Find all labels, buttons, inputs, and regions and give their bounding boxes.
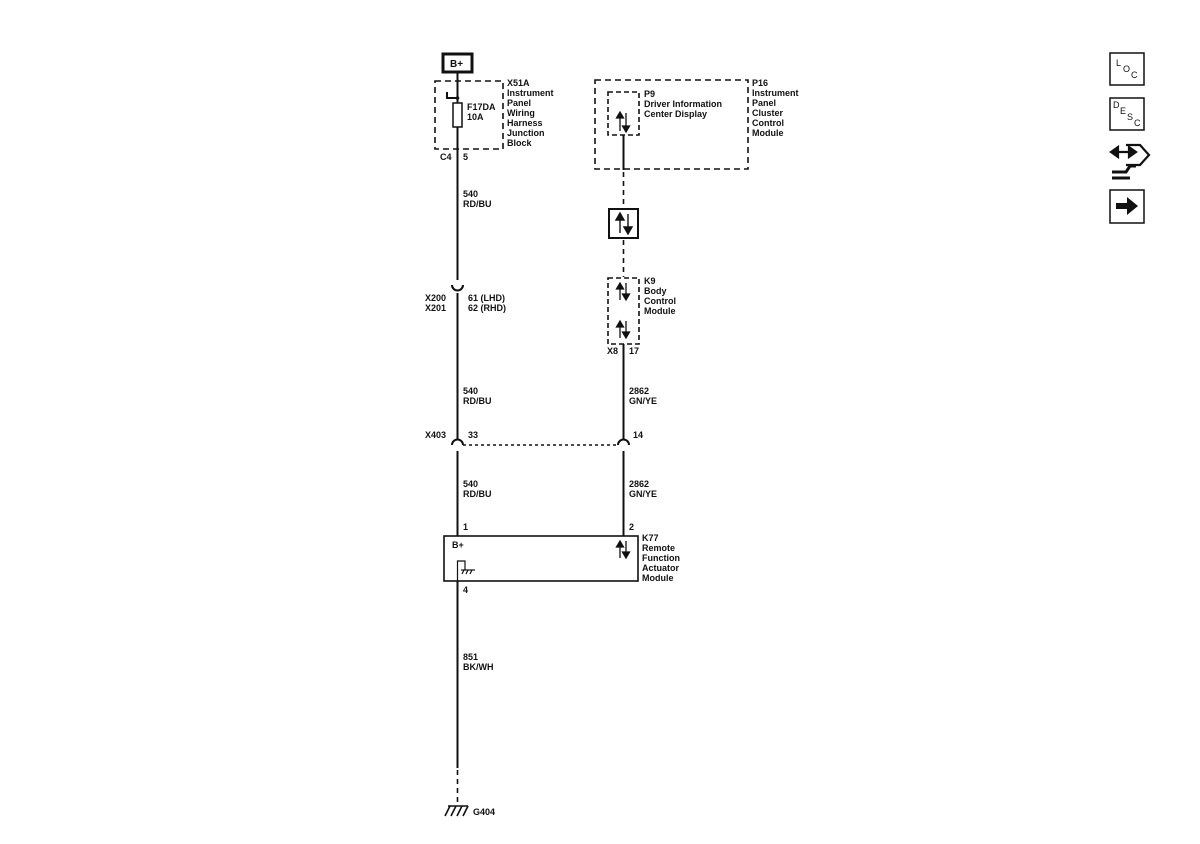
k9-connector: X8 [607,346,618,356]
x403-pin33: 33 [468,430,478,440]
wire-2862-upper-color: GN/YE [629,396,657,406]
p16-name: P16 [752,78,768,88]
fuse-block-connector: C4 [440,152,452,162]
fuse-block-outline [434,80,504,150]
p16-desc-3: Cluster [752,108,784,118]
wire-2862-lower-color: GN/YE [629,489,657,499]
x403-pin14: 14 [633,430,643,440]
serial-data-arrows-icon [614,211,634,236]
loc-button[interactable]: L O C [1109,52,1145,86]
p9-desc-2: Center Display [644,109,707,119]
fuse-block-desc-1: Instrument [507,88,554,98]
p16-module-outline [594,79,749,170]
k77-pin2: 2 [629,522,634,532]
wire-540-mid-color: RD/BU [463,396,492,406]
wire-851-color: BK/WH [463,662,494,672]
fuse-block-desc-6: Block [507,138,533,148]
k9-pin: 17 [629,346,639,356]
x200-label: X200 [425,293,446,303]
serial-data-box [608,208,639,239]
x201-label: X201 [425,303,446,313]
desc-button[interactable]: D E S C [1109,97,1145,131]
desc-letter-s: S [1127,112,1133,122]
k77-desc-2: Function [642,553,680,563]
wire-540-upper-color: RD/BU [463,199,492,209]
ground-g404-icon [444,805,469,817]
k9-data-arrows-lower-icon [615,319,631,340]
fuse-block-desc-4: Harness [507,118,543,128]
x403-pin33-connector [451,438,464,446]
desc-letter-c: C [1134,118,1141,128]
wire-540-lower-circuit: 540 [463,479,478,489]
loc-letter-c: C [1131,70,1138,80]
p9-data-arrows-icon [615,110,631,134]
schematic-icon [1109,143,1151,180]
loc-letter-l: L [1116,58,1121,68]
k77-module-outline [443,535,639,582]
k77-desc-4: Module [642,573,674,583]
fuse-rating: 10A [467,112,484,122]
desc-letter-e: E [1120,106,1126,116]
k77-desc-1: Remote [642,543,675,553]
desc-icon [1109,97,1145,131]
fuse-block-name: X51A [507,78,530,88]
fuse-block-desc-2: Panel [507,98,531,108]
wire-2862-lower-circuit: 2862 [629,479,649,489]
next-button[interactable] [1109,189,1145,224]
x403-label: X403 [425,430,446,440]
p9-name: P9 [644,89,655,99]
wire-851-circuit: 851 [463,652,478,662]
k77-pin1: 1 [463,522,468,532]
wire-540-lower-color: RD/BU [463,489,492,499]
fuse-f17da [452,102,463,128]
k77-bplus-label: B+ [452,540,464,550]
next-arrow-box [1109,189,1145,224]
x403-pin14-connector [617,438,630,446]
k9-desc-3: Module [644,306,676,316]
loc-icon [1109,52,1145,86]
power-source-label: B+ [450,59,463,70]
fuse-block-pin: 5 [463,152,468,162]
wire-2862-upper-circuit: 2862 [629,386,649,396]
fuse-name: F17DA [467,102,496,112]
p16-desc-4: Control [752,118,784,128]
p16-desc-2: Panel [752,98,776,108]
k9-data-arrows-upper-icon [615,281,631,302]
k9-desc-2: Control [644,296,676,306]
wire-540-upper-circuit: 540 [463,189,478,199]
k77-data-arrows-icon [615,539,631,560]
loc-letter-o: O [1123,64,1130,74]
k9-desc-1: Body [644,286,667,296]
next-arrow-icon [1116,197,1138,215]
wire-540-mid-circuit: 540 [463,386,478,396]
p16-desc-5: Module [752,128,784,138]
k9-name: K9 [644,276,656,286]
p16-desc-1: Instrument [752,88,799,98]
fuse-block-desc-3: Wiring [507,108,535,118]
desc-letter-d: D [1113,100,1120,110]
k77-desc-3: Actuator [642,563,679,573]
inline-connector-x200 [451,284,464,292]
x201-rhd-pin: 62 (RHD) [468,303,506,313]
p9-desc-1: Driver Information [644,99,722,109]
k77-ground-symbol-icon [456,560,475,581]
k77-pin4: 4 [463,585,468,595]
fuse-block-desc-5: Junction [507,128,545,138]
schematic-button[interactable] [1109,143,1151,180]
x200-lhd-pin: 61 (LHD) [468,293,505,303]
k77-name: K77 [642,533,659,543]
ground-label: G404 [473,807,495,817]
